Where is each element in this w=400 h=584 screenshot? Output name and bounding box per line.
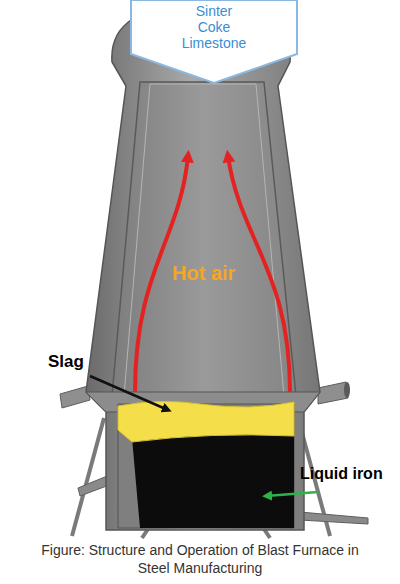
arrow-outline bbox=[131, 0, 297, 83]
material-name: Sinter bbox=[196, 3, 233, 19]
feed-arrow: SinterCokeLimestone bbox=[130, 0, 298, 84]
leader-arrow bbox=[90, 376, 168, 410]
refractory-lining bbox=[124, 84, 284, 396]
leader-arrow bbox=[266, 492, 318, 496]
slag-layer bbox=[118, 401, 294, 442]
furnace-leg bbox=[72, 418, 104, 536]
tuyere-opening bbox=[344, 382, 350, 398]
liquid-iron bbox=[132, 433, 294, 528]
hot-air-arrow bbox=[228, 156, 290, 392]
part-label: Hot air bbox=[172, 262, 235, 285]
part-label: Liquid iron bbox=[300, 465, 383, 483]
part-label: Slag bbox=[48, 352, 84, 372]
node-text-group: SinterCokeLimestone bbox=[130, 0, 298, 51]
furnace-shell bbox=[86, 3, 320, 530]
figure-caption: Figure: Structure and Operation of Blast… bbox=[30, 541, 370, 577]
tuyere-pipe bbox=[60, 386, 90, 408]
tuyere-pipe bbox=[318, 382, 348, 404]
tap-pipe bbox=[300, 512, 368, 524]
furnace-shaft-cavity bbox=[112, 82, 296, 396]
material-name: Coke bbox=[198, 19, 231, 35]
material-name: Limestone bbox=[182, 35, 247, 51]
